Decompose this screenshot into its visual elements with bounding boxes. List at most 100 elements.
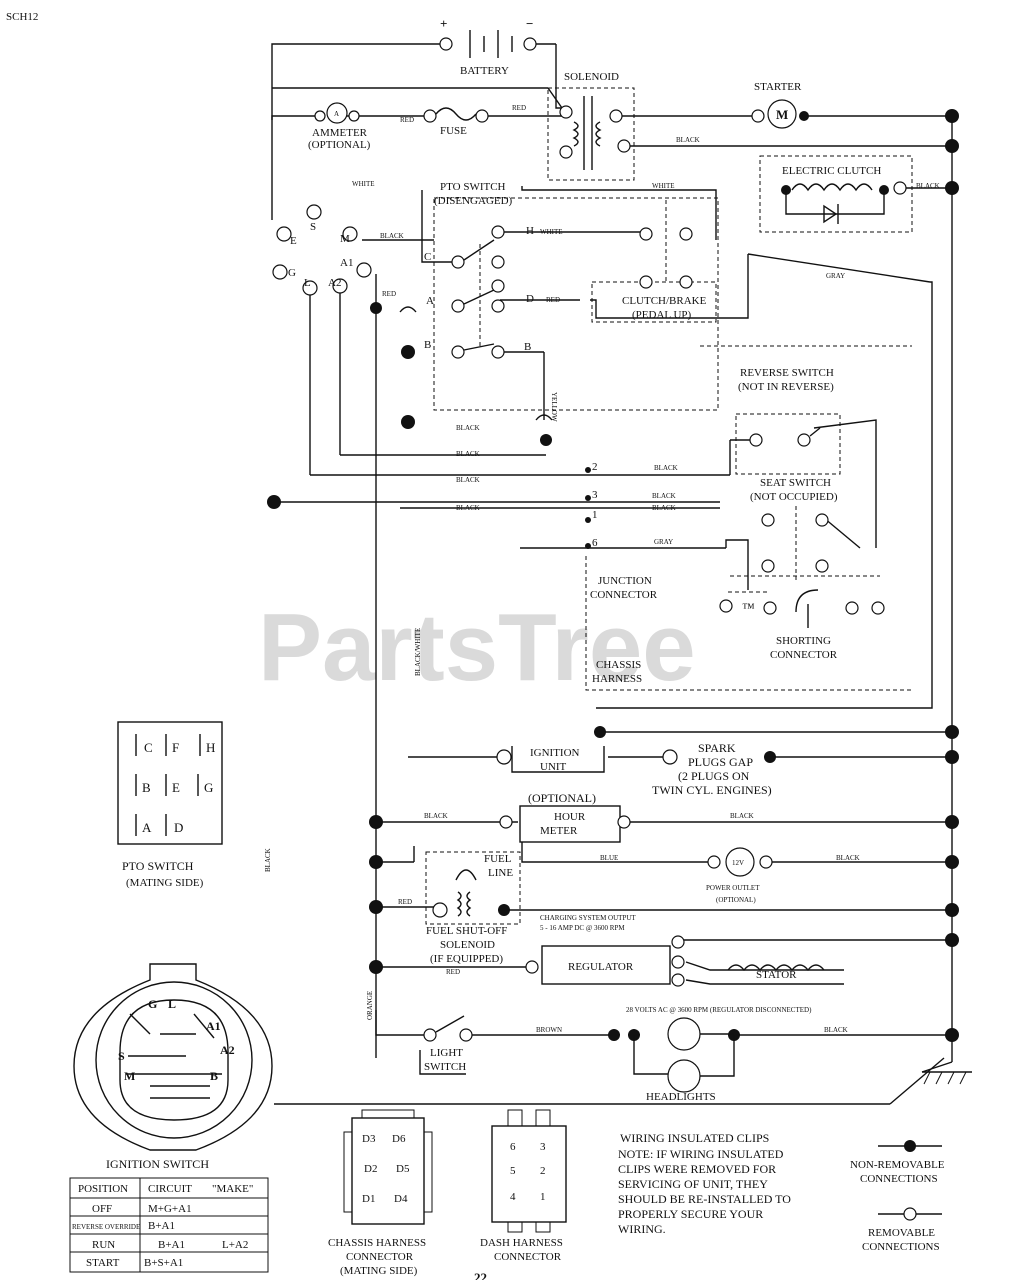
- fuel-solenoid-line1: FUEL SHUT-OFF: [426, 925, 507, 937]
- junction-connector: 2 3 1 6 JUNCTION CONNECTOR CHASSIS HARNE…: [585, 461, 658, 685]
- legend-removable-2: CONNECTIONS: [862, 1241, 940, 1253]
- wire-label-black-15: BLACK: [264, 848, 272, 872]
- connection-legend: NON-REMOVABLE CONNECTIONS REMOVABLE CONN…: [850, 1140, 945, 1253]
- clips-note-line-0: NOTE: IF WIRING INSULATED: [618, 1147, 784, 1161]
- fuel-line-label1: FUEL: [484, 853, 512, 865]
- clips-note-line-1: CLIPS WERE REMOVED FOR: [618, 1162, 776, 1176]
- chassis-pin-d4: D4: [394, 1193, 408, 1205]
- wire-label-red-4: RED: [546, 296, 560, 304]
- reverse-switch: REVERSE SWITCH (NOT IN REVERSE): [730, 367, 834, 447]
- wire-label-black-10: BLACK: [652, 504, 676, 512]
- pto-cell-b: B: [142, 780, 151, 795]
- fuse-label: FUSE: [440, 125, 467, 137]
- charging-line1: CHARGING SYSTEM OUTPUT: [540, 914, 636, 922]
- ignition-switch-face: G L A1 S A2 M B IGNITION SWITCH: [73, 963, 273, 1171]
- spark-line3: (2 PLUGS ON: [678, 769, 750, 783]
- ign-face-l: L: [168, 997, 176, 1011]
- reverse-switch-label: REVERSE SWITCH: [740, 367, 834, 379]
- chassis-harness-connector: D3 D6 D2 D5 D1 D4 CHASSIS HARNESS CONNEC…: [328, 1109, 433, 1277]
- ign-table-r2-circ: B+A1: [158, 1239, 185, 1251]
- chassis-connector-line3: (MATING SIDE): [340, 1265, 418, 1277]
- shorting-line1: SHORTING: [776, 635, 831, 647]
- pto-switch-label: PTO SWITCH: [440, 181, 506, 193]
- diagram-id: SCH12: [6, 11, 38, 23]
- ign-term-s: S: [310, 221, 316, 233]
- starter-motor: STARTER M: [751, 81, 809, 129]
- dash-connector-line2: CONNECTOR: [494, 1251, 562, 1263]
- wire-label-black-8: BLACK: [654, 464, 678, 472]
- pto-switch: PTO SWITCH (DISENGAGED) C A B H D B: [424, 181, 693, 359]
- clips-note-line-3: SHOULD BE RE-INSTALLED TO: [618, 1192, 791, 1206]
- wire-label-red: RED: [400, 116, 414, 124]
- clips-note-line-2: SERVICING OF UNIT, THEY: [618, 1177, 768, 1191]
- junction-pin-1: 1: [592, 509, 598, 521]
- wire-label-white-3: WHITE: [540, 228, 563, 236]
- wire-label-gray-2: GRAY: [654, 538, 673, 546]
- chassis-connector-line2: CONNECTOR: [346, 1251, 414, 1263]
- ign-face-g: G: [148, 997, 157, 1011]
- ign-face-b: B: [210, 1069, 218, 1083]
- pto-cell-g: G: [204, 780, 213, 795]
- wire-label-black-2: BLACK: [380, 232, 404, 240]
- headlights-label: HEADLIGHTS: [646, 1091, 716, 1103]
- wire-label-gray: GRAY: [826, 272, 845, 280]
- spark-line1: SPARK: [698, 741, 736, 755]
- wire-label-red-3: RED: [382, 290, 396, 298]
- dash-pin-5: 5: [510, 1165, 516, 1177]
- seat-switch-sub: (NOT OCCUPIED): [750, 491, 838, 503]
- electric-clutch: ELECTRIC CLUTCH: [781, 165, 907, 224]
- wire-label-orange: ORANGE: [366, 991, 374, 1020]
- clutch-brake-label: CLUTCH/BRAKE: [622, 295, 707, 307]
- clutch-brake-sub: (PEDAL UP): [632, 309, 692, 321]
- ign-term-m: M: [340, 233, 350, 245]
- battery-minus-sign: −: [526, 16, 533, 31]
- dash-pin-3: 3: [540, 1141, 546, 1153]
- left-nodes: [267, 302, 553, 509]
- spark-line4: TWIN CYL. ENGINES): [652, 783, 772, 797]
- dash-pin-1: 1: [540, 1191, 546, 1203]
- legend-removable-1: REMOVABLE: [868, 1227, 935, 1239]
- light-switch-line2: SWITCH: [424, 1061, 466, 1073]
- stator-label: STATOR: [756, 969, 797, 981]
- wire-label-white-2: WHITE: [652, 182, 675, 190]
- dash-pin-6: 6: [510, 1141, 516, 1153]
- dash-pin-2: 2: [540, 1165, 546, 1177]
- ign-term-e: E: [290, 235, 297, 247]
- wire-labels: RED RED BLACK WHITE WHITE BLACK WHITE BL…: [264, 104, 940, 1034]
- shorting-connector: SHORTING CONNECTOR: [719, 589, 885, 661]
- wire-label-black-7: BLACK: [456, 504, 480, 512]
- pto-mating-sub: (MATING SIDE): [126, 877, 204, 889]
- ignition-switch-terminals: S E M G L A2 A1: [272, 204, 372, 296]
- legend-non-removable-2: CONNECTIONS: [860, 1173, 938, 1185]
- fuel-solenoid: FUEL LINE FUEL SHUT-OFF SOLENOID (IF EQU…: [425, 851, 521, 965]
- ignition-switch-title: IGNITION SWITCH: [106, 1157, 209, 1171]
- battery-plus-sign: +: [440, 16, 447, 31]
- battery-label: BATTERY: [460, 65, 509, 77]
- pto-cell-a: A: [142, 820, 152, 835]
- ign-table-r0-circ: M+G+A1: [148, 1203, 192, 1215]
- regulator-label: REGULATOR: [568, 961, 634, 973]
- pto-lane-c: C: [424, 251, 431, 263]
- spark-line2: PLUGS GAP: [688, 755, 753, 769]
- fuel-line-label2: LINE: [488, 867, 513, 879]
- power-outlet-line1: POWER OUTLET: [706, 884, 760, 892]
- page-number: 22: [474, 1270, 487, 1280]
- wire-label-black-6: BLACK: [456, 476, 480, 484]
- wire-label-black-12: BLACK: [730, 812, 754, 820]
- wire-label-black-4: BLACK: [456, 424, 480, 432]
- wire-label-yellow: YELLOW: [550, 392, 558, 422]
- ignition-unit-line1: IGNITION: [530, 747, 580, 759]
- starter-motor-symbol: M: [776, 107, 788, 122]
- chassis-pin-d6: D6: [392, 1133, 406, 1145]
- light-switch-line1: LIGHT: [430, 1047, 463, 1059]
- pto-lane-d: D: [526, 293, 534, 305]
- ign-table-r1-pos: REVERSE OVERRIDE: [72, 1223, 140, 1231]
- wire-label-white: WHITE: [352, 180, 375, 188]
- clips-note-line-4: PROPERLY SECURE YOUR: [618, 1207, 763, 1221]
- chassis-pin-d5: D5: [396, 1163, 410, 1175]
- legend-non-removable-1: NON-REMOVABLE: [850, 1159, 945, 1171]
- wire-label-red-2: RED: [512, 104, 526, 112]
- ign-term-a1: A1: [340, 257, 353, 269]
- wire-label-black: BLACK: [676, 136, 700, 144]
- chassis-pin-d3: D3: [362, 1133, 376, 1145]
